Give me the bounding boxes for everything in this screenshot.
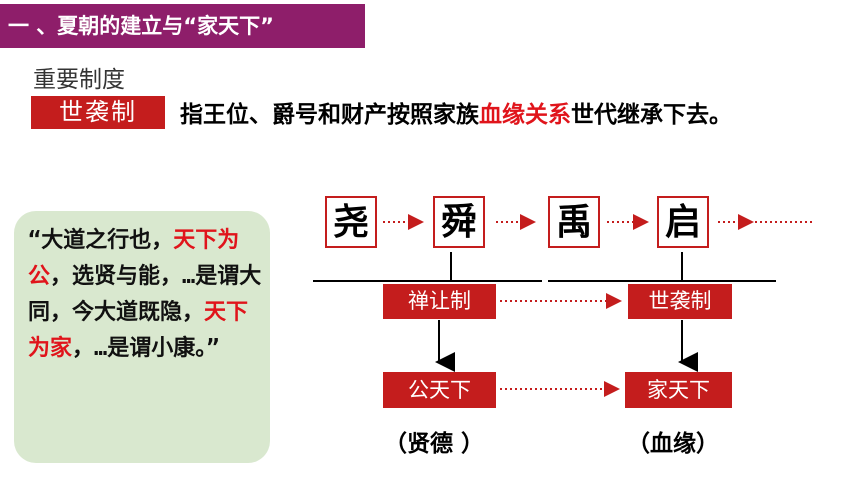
- ruler-shun: 舜: [433, 196, 485, 248]
- ruler-qi: 启: [657, 196, 709, 248]
- outcome-family: 家天下: [625, 372, 732, 408]
- ruler-yao: 尧: [325, 196, 377, 248]
- quote-part-2: ，选贤与能，…是谓大同，今大道既隐，: [28, 264, 262, 325]
- ruler-yu: 禹: [548, 196, 600, 248]
- system-label-abdication: 禅让制: [383, 284, 496, 319]
- quote-part-3: ，…是谓小康。”: [72, 336, 220, 361]
- quote-highlight-2: 天下为家: [28, 300, 249, 361]
- system-tag: 世袭制: [31, 96, 165, 129]
- criterion-virtue: （贤德 ）: [384, 431, 485, 457]
- quote-highlight-1: 天下为公: [28, 228, 240, 289]
- quote-box: [14, 211, 270, 463]
- definition-highlight: 血缘关系: [479, 102, 571, 128]
- outcome-public: 公天下: [383, 372, 496, 408]
- criterion-blood: （血缘）: [627, 431, 719, 457]
- quote-text: “大道之行也，天下为公，选贤与能，…是谓大同，今大道既隐，天下为家，…是谓小康。…: [28, 223, 264, 367]
- section-subtitle: 重要制度: [33, 67, 125, 93]
- page-title: 一 、夏朝的建立与“家天下”: [8, 14, 274, 38]
- definition-text: 指王位、爵号和财产按照家族血缘关系世代继承下去。: [180, 96, 820, 134]
- definition-suffix: 世代继承下去。: [571, 102, 732, 128]
- definition-prefix: 指王位、爵号和财产按照家族: [180, 102, 479, 128]
- header-bar: [0, 4, 365, 48]
- system-label-hereditary: 世袭制: [628, 284, 732, 319]
- quote-part-1: “大道之行也，: [28, 228, 174, 253]
